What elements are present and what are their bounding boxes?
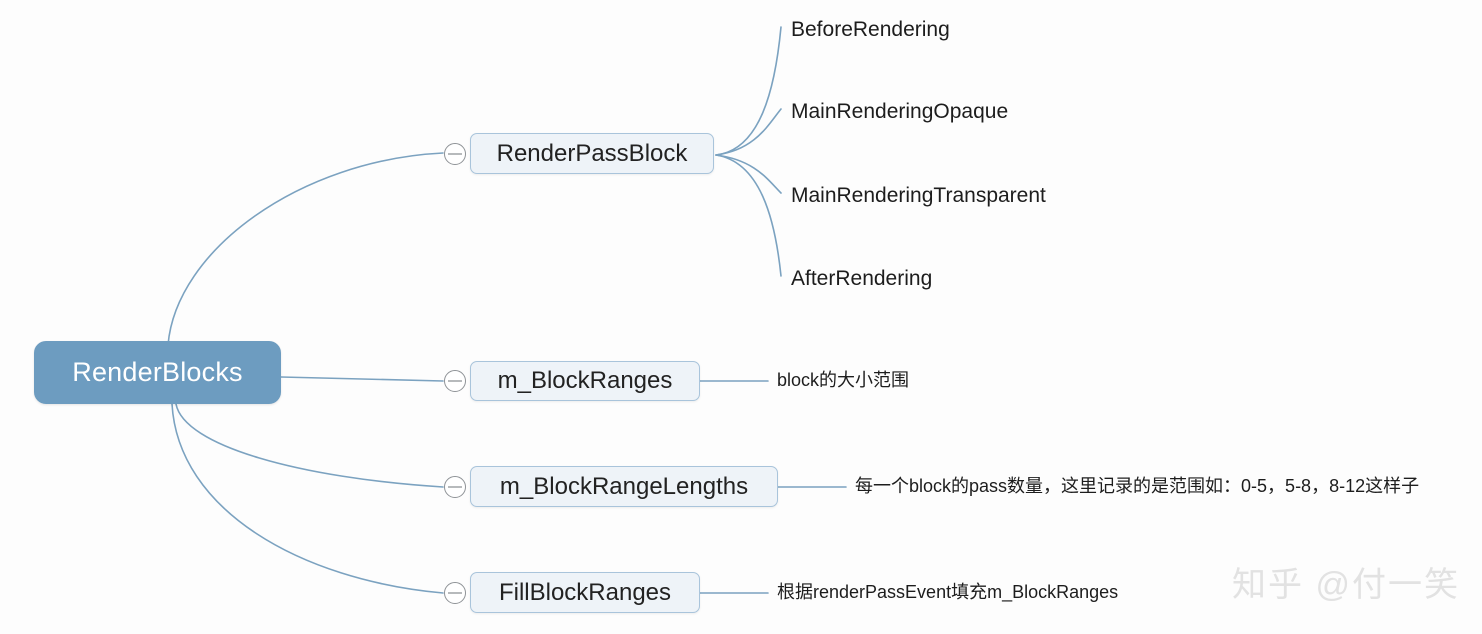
note-label-m-blockranges: block的大小范围 (777, 370, 910, 390)
collapse-minus-icon[interactable] (444, 370, 466, 392)
branch-node-m-blockrangelengths[interactable]: m_BlockRangeLengths (470, 466, 778, 507)
note-label-fillblockranges: 根据renderPassEvent填充m_BlockRanges (777, 582, 1119, 602)
leaf-label-beforerendering: BeforeRendering (791, 18, 950, 41)
edge-root-fillblockranges (171, 403, 444, 594)
edge-root-blockrangelengths (175, 403, 444, 488)
branch-node-fillblockranges[interactable]: FillBlockRanges (470, 572, 700, 613)
edge-rpb-mainrenderingopaque (715, 108, 782, 156)
collapse-minus-icon[interactable] (444, 476, 466, 498)
root-node[interactable]: RenderBlocks (34, 341, 281, 404)
edge-root-renderpassblock (167, 152, 444, 346)
note-label-m-blockrangelengths: 每一个block的pass数量，这里记录的是范围如：0-5，5-8，8-12这样… (855, 476, 1420, 496)
edge-root-blockranges (280, 376, 444, 382)
watermark: 知乎 @付一笑 (1232, 566, 1460, 604)
branch-node-label: RenderPassBlock (496, 139, 688, 167)
leaf-label-mainrenderingtransparent: MainRenderingTransparent (791, 184, 1046, 207)
leaf-label-afterrendering: AfterRendering (791, 267, 933, 290)
root-node-label: RenderBlocks (72, 357, 243, 387)
edge-rpb-beforerendering (715, 26, 782, 156)
branch-node-renderpassblock[interactable]: RenderPassBlock (470, 133, 714, 174)
collapse-minus-icon[interactable] (444, 582, 466, 604)
edge-rpb-mainrenderingtransparent (715, 154, 782, 194)
collapse-minus-icon[interactable] (444, 143, 466, 165)
branch-node-m-blockranges[interactable]: m_BlockRanges (470, 361, 700, 401)
branch-node-label: m_BlockRanges (497, 367, 673, 394)
branch-node-label: m_BlockRangeLengths (499, 472, 749, 500)
leaf-label-mainrenderingopaque: MainRenderingOpaque (791, 100, 1009, 123)
branch-node-label: FillBlockRanges (498, 578, 672, 606)
edge-rpb-afterrendering (715, 154, 782, 277)
